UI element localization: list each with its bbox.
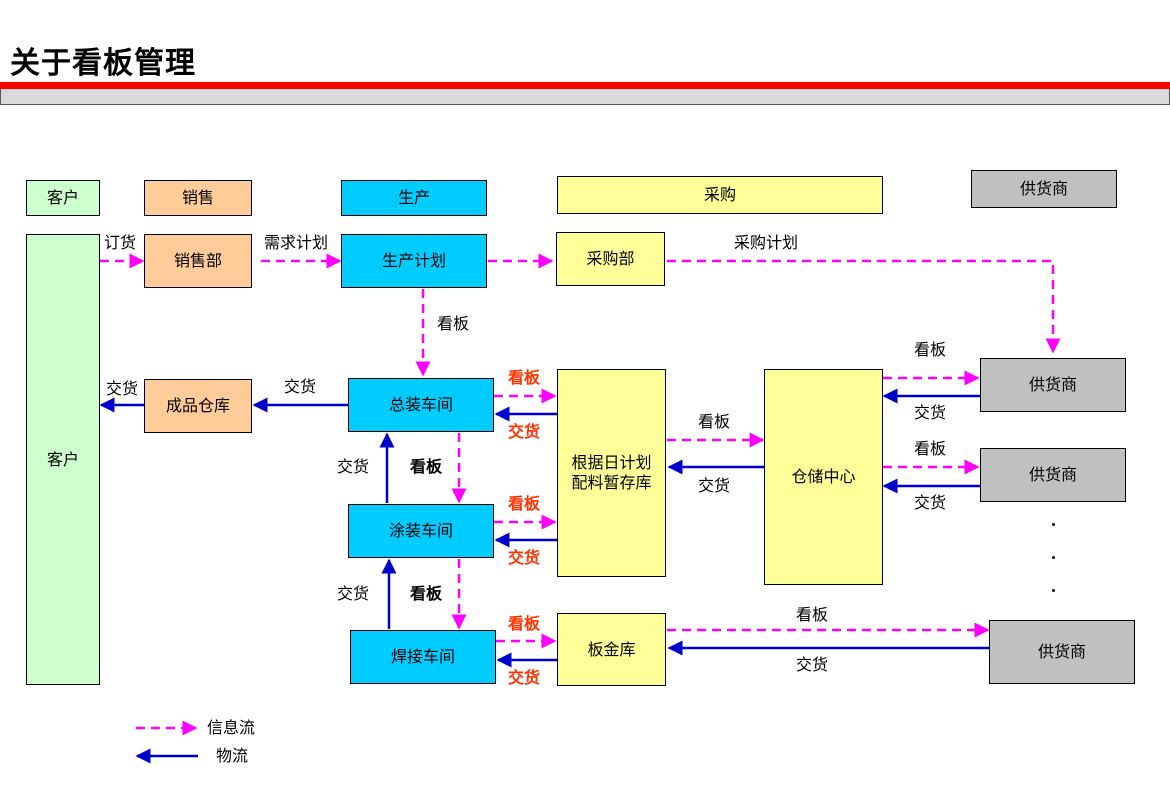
node-welding-shop: 焊接车间 (350, 630, 496, 684)
label-kanban-to-supplier-3: 看板 (796, 605, 829, 624)
label-kanban-paint-to-weld: 看板 (410, 584, 443, 603)
legend-material-flow-label: 物流 (216, 746, 249, 765)
label-delivery-from-supplier-2: 交货 (914, 493, 947, 512)
node-supplier-1: 供货商 (980, 358, 1126, 412)
node-finished-goods-warehouse: 成品仓库 (144, 379, 252, 433)
label-kanban-to-supplier-1: 看板 (914, 340, 947, 359)
info-flow-purchase-plan (667, 259, 1061, 354)
label-delivery-assembly-to-fg: 交货 (284, 377, 317, 396)
node-supplier-3: 供货商 (989, 620, 1135, 684)
category-header-sales: 销售 (144, 180, 252, 216)
label-kanban-assembly-out: 看板 (508, 368, 541, 387)
label-delivery-paint-in: 交货 (508, 548, 541, 567)
label-delivery-paint-to-assembly: 交货 (337, 457, 370, 476)
node-staging-store: 根据日计划 配料暂存库 (557, 369, 666, 577)
node-sheet-metal-store: 板金库 (557, 613, 666, 686)
node-supplier-2: 供货商 (980, 448, 1126, 502)
label-kanban-plan-to-assembly: 看板 (437, 314, 470, 333)
label-delivery-assembly-in: 交货 (508, 422, 541, 441)
title-rule-red (0, 82, 1170, 89)
page-title: 关于看板管理 (10, 46, 196, 81)
label-purchase-plan: 采购计划 (734, 233, 799, 252)
node-customer: 客户 (26, 234, 100, 685)
category-header-purchase: 采购 (557, 176, 883, 214)
label-demand-plan: 需求计划 (264, 233, 329, 252)
label-delivery-fg-to-customer: 交货 (106, 379, 139, 398)
label-order: 订货 (104, 233, 137, 252)
label-delivery-from-supplier-3: 交货 (796, 655, 829, 674)
label-delivery-from-supplier-1: 交货 (914, 403, 947, 422)
legend-info-flow-label: 信息流 (207, 718, 256, 737)
label-kanban-staging-to-center: 看板 (698, 412, 731, 431)
node-painting-shop: 涂装车间 (348, 504, 494, 558)
node-final-assembly-shop: 总装车间 (348, 378, 494, 432)
label-kanban-paint-out: 看板 (508, 494, 541, 513)
label-kanban-weld-out: 看板 (508, 614, 541, 633)
ellipsis-dot (1052, 556, 1055, 559)
node-purchase-dept: 采购部 (556, 232, 665, 286)
category-header-supplier: 供货商 (971, 170, 1117, 208)
node-warehouse-center: 仓储中心 (764, 369, 883, 585)
label-delivery-weld-in: 交货 (508, 668, 541, 687)
ellipsis-dot (1052, 523, 1055, 526)
label-delivery-weld-to-paint: 交货 (337, 584, 370, 603)
label-delivery-center-to-staging: 交货 (698, 476, 731, 495)
category-header-customer: 客户 (26, 180, 100, 216)
node-production-plan: 生产计划 (341, 234, 487, 288)
ellipsis-dot (1052, 589, 1055, 592)
label-kanban-assembly-to-paint: 看板 (410, 457, 443, 476)
node-sales-dept: 销售部 (144, 234, 252, 288)
label-kanban-to-supplier-2: 看板 (914, 439, 947, 458)
category-header-production: 生产 (341, 180, 487, 216)
